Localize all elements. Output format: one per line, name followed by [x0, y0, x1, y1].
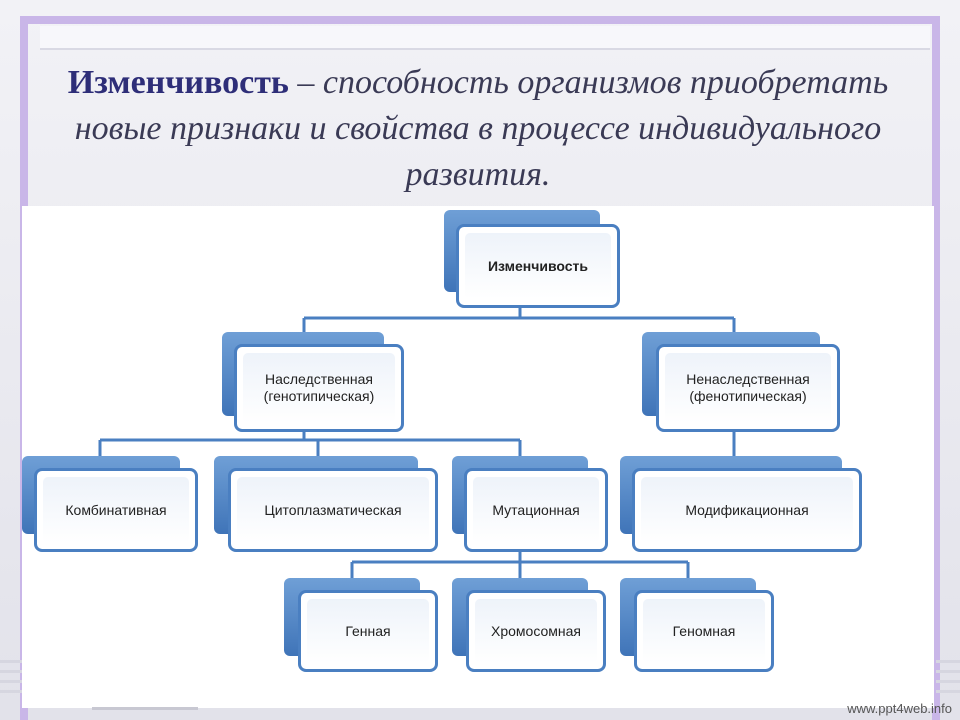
bottom-accent-line [92, 707, 198, 710]
node-modification-label: Модификационная [685, 501, 809, 518]
top-band [40, 26, 930, 50]
node-gene: Генная [284, 578, 438, 672]
title-definition: – способность организмов приобретать нов… [74, 64, 889, 193]
node-mutational-label: Мутационная [492, 501, 580, 518]
node-mutational: Мутационная [452, 456, 608, 552]
right-stripes [936, 660, 960, 700]
watermark: www.ppt4web.info [847, 701, 952, 716]
title-area: Изменчивость – способность организмов пр… [20, 52, 936, 204]
node-cytoplasmic-label: Цитоплазматическая [264, 501, 402, 518]
left-stripes [0, 660, 22, 700]
node-combinative: Комбинативная [22, 456, 198, 552]
node-hereditary-label: Наследственная (генотипическая) [263, 371, 375, 404]
slide-title: Изменчивость – способность организмов пр… [20, 52, 936, 198]
node-modification: Модификационная [620, 456, 862, 552]
node-combinative-label: Комбинативная [65, 501, 167, 518]
node-hereditary: Наследственная (генотипическая) [222, 332, 404, 432]
node-genome: Геномная [620, 578, 774, 672]
node-chromosome-label: Хромосомная [491, 622, 581, 639]
node-root-label: Изменчивость [487, 257, 589, 274]
node-cytoplasmic: Цитоплазматическая [214, 456, 438, 552]
node-nonhereditary: Ненаследственная (фенотипическая) [642, 332, 840, 432]
title-term: Изменчивость [67, 64, 289, 101]
node-root: Изменчивость [444, 210, 620, 308]
node-gene-label: Генная [345, 622, 391, 639]
node-nonhereditary-label: Ненаследственная (фенотипическая) [686, 371, 810, 404]
node-chromosome: Хромосомная [452, 578, 606, 672]
node-genome-label: Геномная [672, 622, 736, 639]
diagram-canvas: Изменчивость Наследственная (генотипичес… [22, 206, 934, 708]
